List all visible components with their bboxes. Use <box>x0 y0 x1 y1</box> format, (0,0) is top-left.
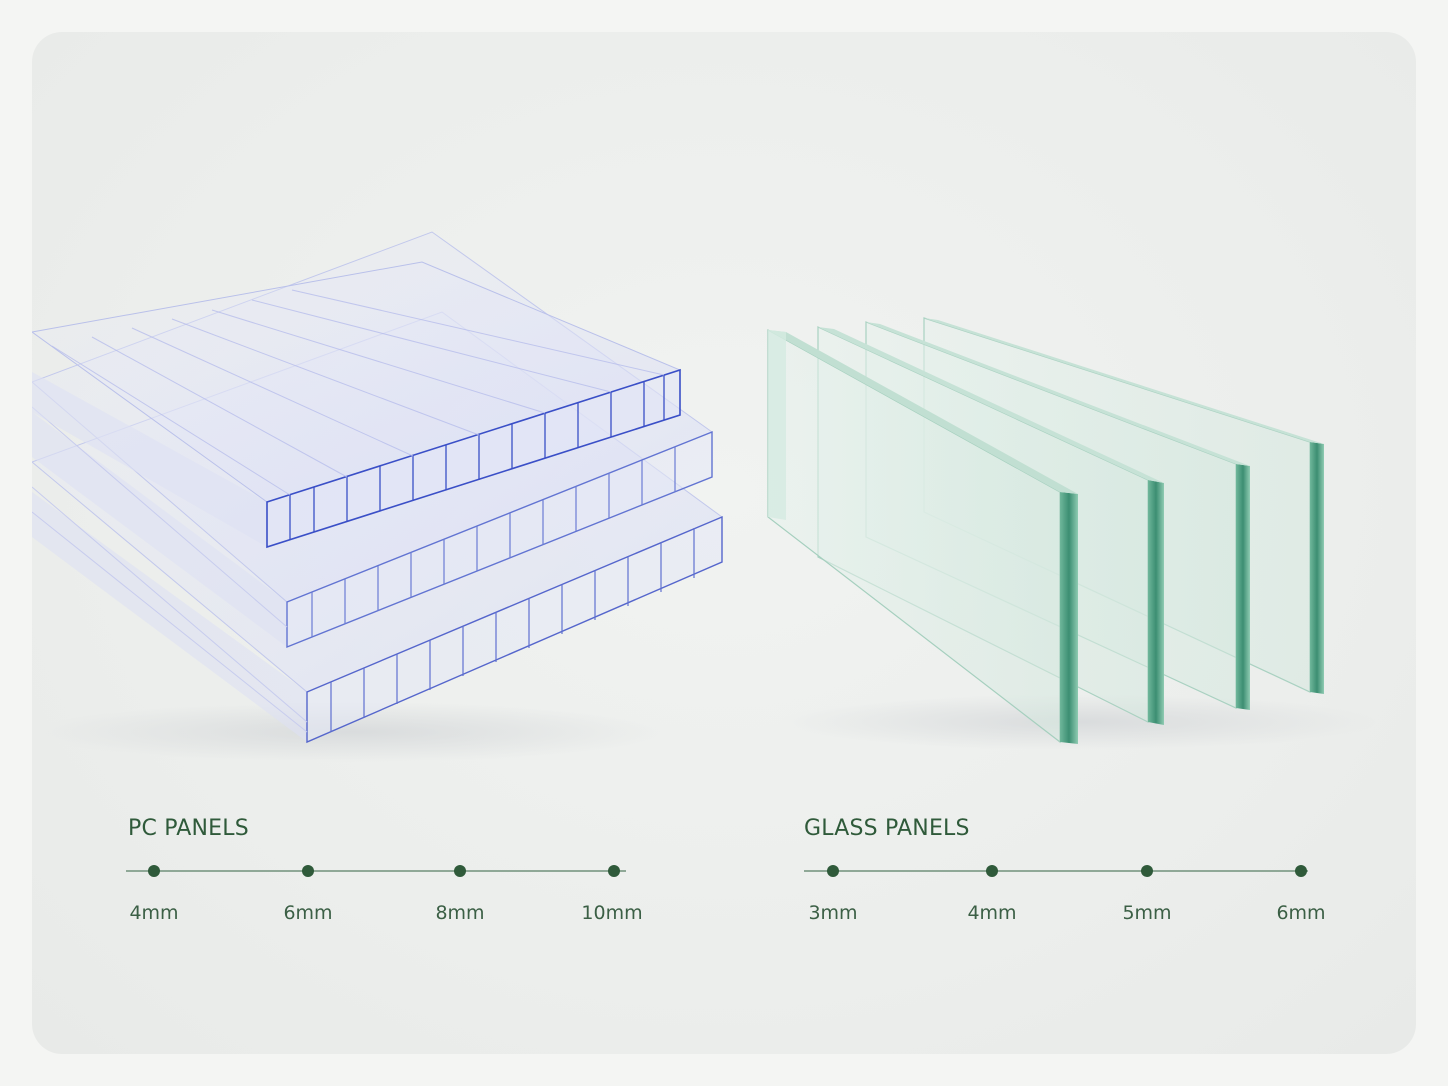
pc-thickness-label-3: 8mm <box>435 902 485 924</box>
panels-illustration <box>32 231 1377 762</box>
glass-thickness-line <box>804 870 1308 872</box>
pc-panels-stack <box>32 231 724 762</box>
glass-thickness-label-4: 6mm <box>1276 902 1326 924</box>
pc-thickness-dot-2[interactable] <box>302 865 314 877</box>
glass-thickness-dot-3[interactable] <box>1141 865 1153 877</box>
pc-panel-top <box>32 261 682 549</box>
pc-thickness-label-4: 10mm <box>581 902 643 924</box>
pc-thickness-label-2: 6mm <box>283 902 333 924</box>
pc-thickness-dot-4[interactable] <box>608 865 620 877</box>
glass-panels-title: GLASS PANELS <box>804 816 970 841</box>
pc-panels-title: PC PANELS <box>128 816 249 841</box>
glass-thickness-dot-4[interactable] <box>1295 865 1307 877</box>
glass-thickness-label-2: 4mm <box>967 902 1017 924</box>
glass-panel-1 <box>767 328 1078 744</box>
glass-panels-group <box>767 317 1377 750</box>
pc-thickness-label-1: 4mm <box>129 902 179 924</box>
glass-thickness-label-3: 5mm <box>1122 902 1172 924</box>
glass-thickness-dot-1[interactable] <box>827 865 839 877</box>
pc-thickness-line <box>126 870 626 872</box>
pc-thickness-dot-1[interactable] <box>148 865 160 877</box>
glass-thickness-dot-2[interactable] <box>986 865 998 877</box>
pc-thickness-dot-3[interactable] <box>454 865 466 877</box>
glass-thickness-label-1: 3mm <box>808 902 858 924</box>
product-card: PC PANELS 4mm 6mm 8mm 10mm GLASS PANELS … <box>32 32 1416 1054</box>
